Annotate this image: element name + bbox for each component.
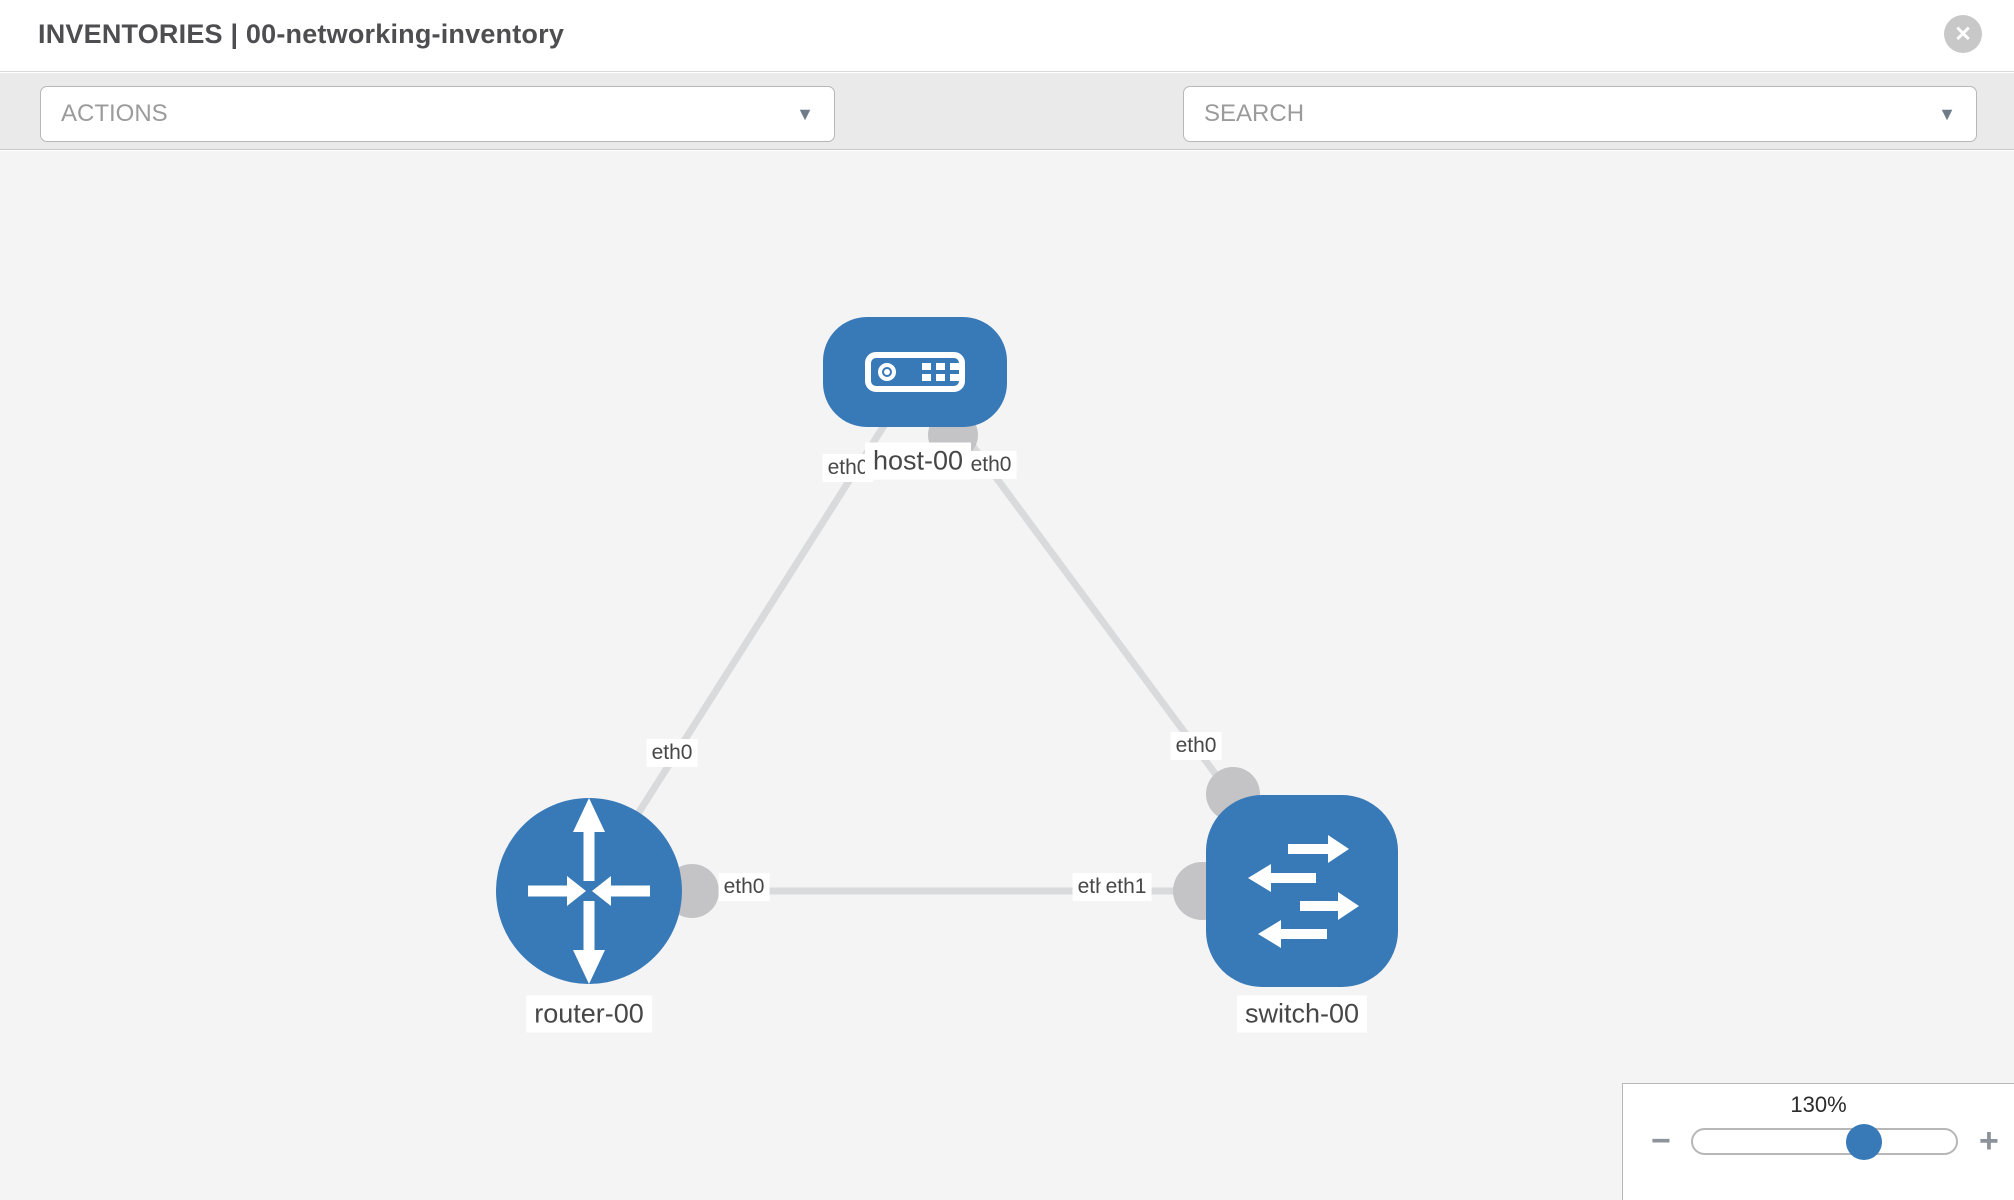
host-icon (865, 352, 965, 392)
zoom-level-value: 130% (1790, 1092, 1847, 1117)
node-switch-00[interactable] (1206, 795, 1398, 987)
node-label-host: host-00 (864, 442, 972, 480)
zoom-slider-knob[interactable] (1845, 1124, 1882, 1160)
port-label: eth0 (965, 451, 1017, 479)
toolbar: ACTIONS ▼ ▼ (0, 73, 2014, 206)
node-host-00[interactable] (823, 317, 1007, 427)
zoom-in-button[interactable]: + (1979, 1122, 1999, 1160)
node-label-switch: switch-00 (1236, 995, 1368, 1033)
search-input[interactable] (1204, 100, 1939, 128)
zoom-slider-track[interactable] (1691, 1124, 1958, 1160)
node-label-router: router-00 (526, 995, 652, 1033)
interface-dots (665, 410, 1260, 920)
zoom-control-panel: 130% − + (1622, 1083, 2014, 1200)
switch-icon (1248, 835, 1359, 948)
close-button[interactable]: ✕ (1944, 15, 1982, 53)
actions-dropdown-label: ACTIONS (61, 100, 168, 127)
topology-svg (496, 317, 1398, 987)
port-label: eth1 (1100, 873, 1152, 901)
caret-down-icon: ▼ (796, 103, 814, 124)
zoom-out-button[interactable]: − (1651, 1122, 1671, 1160)
port-label: eth0 (718, 873, 770, 901)
actions-dropdown[interactable]: ACTIONS ▼ (40, 86, 835, 142)
close-icon: ✕ (1954, 22, 1972, 46)
port-label: eth0 (1170, 732, 1222, 760)
window-header: INVENTORIES | 00-networking-inventory ✕ (0, 0, 2014, 72)
router-icon (528, 798, 650, 984)
page-title: INVENTORIES | 00-networking-inventory (38, 19, 565, 49)
topology-canvas[interactable]: eth0 eth0 eth0 eth0 eth0 eth0 eth1 host-… (0, 151, 2014, 1200)
port-label: eth0 (646, 739, 698, 767)
port-label: eth0 (822, 454, 874, 482)
caret-down-icon: ▼ (1938, 103, 1956, 124)
search-box: ▼ (1183, 86, 1977, 142)
node-router-00[interactable] (496, 798, 682, 984)
